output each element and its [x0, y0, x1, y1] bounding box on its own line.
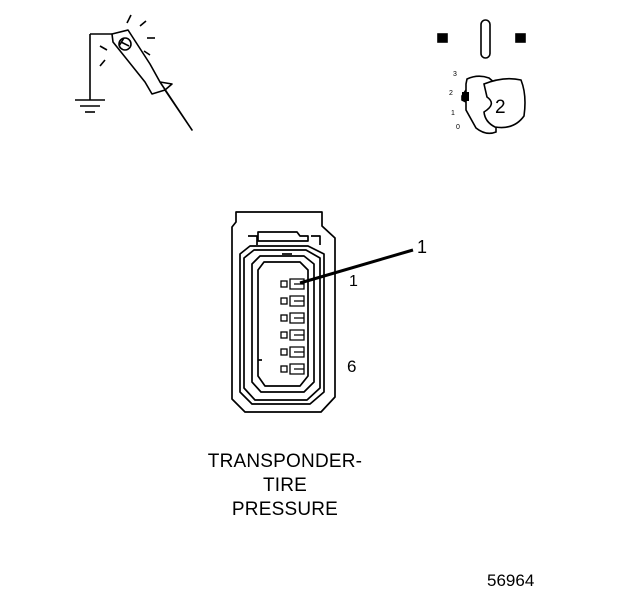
- caption-line-2: TIRE: [262, 475, 308, 496]
- test-probe-icon: [111, 29, 193, 131]
- connector-housing: [231, 211, 336, 413]
- caption-line-1: TRANSPONDER-: [207, 451, 363, 472]
- callout-leader-line: [299, 248, 414, 285]
- key-position-label: 0: [456, 124, 460, 131]
- connector-cavity: [280, 278, 305, 290]
- pin-6-label: 6: [347, 357, 357, 376]
- key-position-label: 3: [453, 71, 457, 78]
- test-light-icon: [75, 14, 193, 131]
- pin-1-label: 1: [349, 273, 358, 290]
- connector-cavity: [280, 363, 305, 375]
- connector-caption: TRANSPONDER- TIRE PRESSURE: [150, 450, 420, 522]
- ground-symbol-icon: [75, 33, 112, 113]
- connector-cavity: [280, 329, 305, 341]
- key-number-label: 2: [495, 97, 506, 118]
- connector-cavity: [280, 312, 305, 324]
- key-position-label: 1: [451, 110, 455, 117]
- caption-line-3: PRESSURE: [231, 499, 339, 520]
- callout-number: 1: [417, 237, 428, 257]
- ignition-key-icon: [437, 19, 526, 135]
- light-rays-icon: [99, 14, 155, 67]
- key-position-label: 2: [449, 90, 453, 97]
- connector-cavity: [280, 346, 305, 358]
- figure-number: 56964: [487, 571, 535, 590]
- connector-cavity: [280, 295, 305, 307]
